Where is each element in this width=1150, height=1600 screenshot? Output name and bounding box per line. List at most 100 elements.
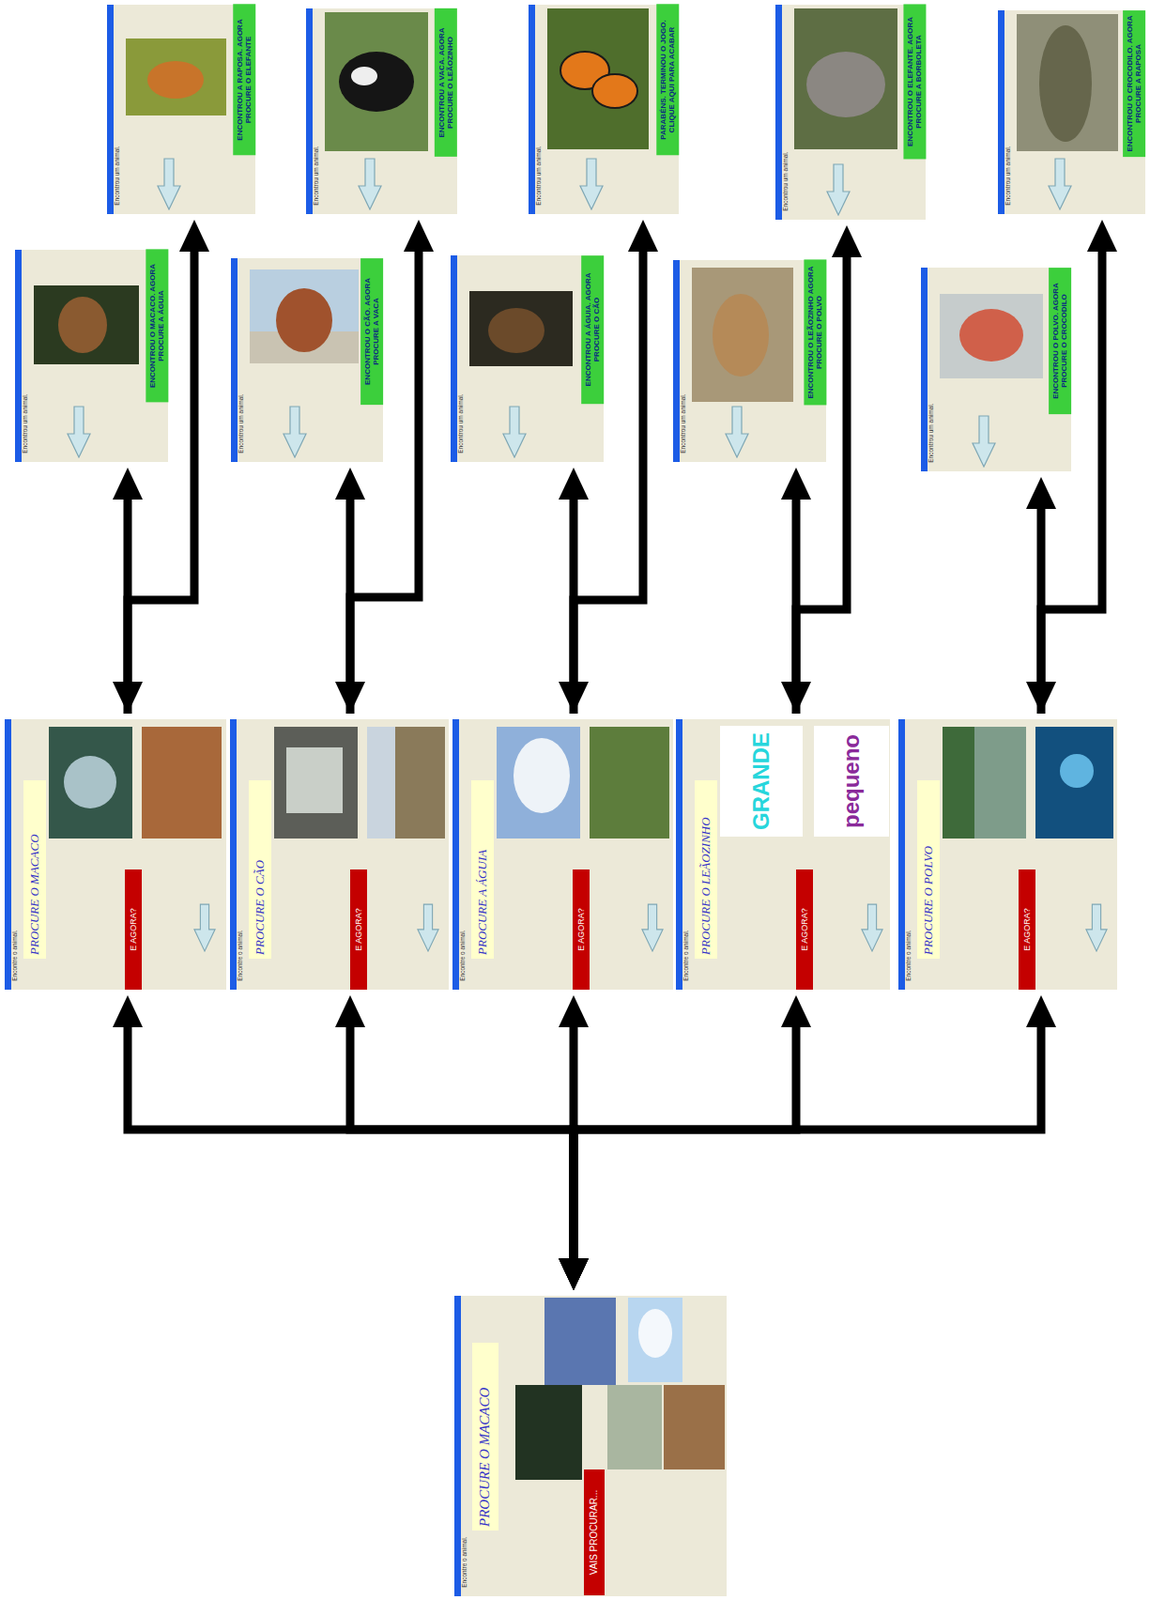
slide-bar — [452, 719, 460, 990]
button-label: E AGORA? — [796, 869, 813, 990]
field-photo — [607, 1384, 662, 1470]
slide-bar — [4, 719, 12, 990]
down-arrow-icon — [972, 415, 996, 467]
slide-picture — [4, 719, 227, 990]
photo — [125, 38, 227, 116]
button-label: E AGORA? — [572, 869, 590, 990]
message-label: ENCONTROU A RAPOSA. AGORA PROCURE O ELEF… — [232, 4, 256, 156]
button-label: VAIS PROCURAR... — [583, 1469, 605, 1595]
photo — [547, 8, 649, 150]
message-label: ENCONTROU O CROCODILO. AGORA PROCURE A R… — [1122, 10, 1146, 157]
slide-node: Encontrou um animal.PARABÉNS. TERMINOU O… — [528, 4, 679, 215]
connector-arrow — [127, 1027, 574, 1258]
slide-picture — [528, 4, 679, 215]
slide-node: Encontrou um animal. ENCONTROU O POLVO. A… — [920, 267, 1072, 472]
slide-picture — [452, 719, 674, 990]
slide-picture — [775, 4, 926, 220]
slide-picture — [997, 10, 1146, 215]
connector-arrow — [796, 257, 847, 714]
slide-footer: Encontre o animal. — [681, 901, 690, 984]
message-label: ENCONTROU O ELEFANTE. AGORA PROCURE A BO… — [903, 4, 926, 160]
slide-bar — [775, 4, 782, 220]
photo — [33, 285, 139, 365]
photo — [1016, 14, 1119, 152]
slide-picture — [107, 4, 256, 215]
slide-node: Encontrou um animal. ENCONTROU O CÃO. AGO… — [230, 258, 384, 462]
slide-footer: Encontrou um animal. — [534, 125, 543, 209]
slide-ground — [454, 1295, 727, 1596]
instruction-label: PROCURE O MACACO — [472, 1342, 499, 1531]
message-label: ENCONTROU O CÃO. AGORA PROCURE A VACA — [360, 258, 384, 405]
slide-node: Encontrou um animal.ENCONTROU A ÁGUIA. A… — [450, 255, 604, 462]
slide-ground — [15, 249, 169, 462]
slide-ground — [306, 8, 458, 215]
button-label: E AGORA? — [350, 869, 368, 990]
slide-node: Encontrou um animal.ENCONTROU O LEÃOZINH… — [673, 260, 827, 462]
slide-footer: Encontre o animal. — [10, 901, 19, 984]
slide-picture — [454, 1295, 727, 1596]
farm-photo — [367, 726, 445, 839]
slide-footer: Encontre o animal. — [458, 901, 467, 984]
button-label: E AGORA? — [1018, 869, 1036, 990]
size-word: pequeno — [813, 725, 890, 837]
down-arrow-icon — [580, 158, 603, 210]
slide-footer: Encontrou um animal. — [236, 373, 246, 457]
slide-bar — [920, 267, 928, 472]
slide-ground — [920, 267, 1072, 472]
slide-ground — [997, 10, 1146, 215]
slide-node: Encontre o animal.PROCURE O POLVOE AGORA… — [898, 719, 1118, 990]
slide-ground — [528, 4, 679, 215]
instruction-label: PROCURE O CÃO — [248, 780, 272, 959]
sea-light — [1059, 753, 1094, 788]
house-photo — [274, 726, 358, 839]
slide-bar — [107, 4, 114, 215]
down-arrow-icon — [861, 904, 883, 951]
slide-bar — [898, 719, 905, 990]
down-arrow-icon — [157, 158, 181, 210]
down-arrow-icon — [1048, 158, 1072, 210]
slide-footer: Encontrou um animal. — [678, 373, 688, 457]
photo — [794, 8, 898, 150]
slide-picture — [230, 258, 384, 462]
cow-shape — [338, 51, 414, 112]
forest-photo — [48, 726, 133, 839]
message-label: ENCONTROU A ÁGUIA. AGORA PROCURE O CÃO — [581, 255, 604, 404]
down-arrow-icon — [1086, 904, 1107, 951]
photo — [249, 269, 359, 364]
slide-footer: Encontrou um animal. — [926, 383, 936, 466]
slide-ground — [450, 255, 604, 462]
slide-node: Encontre o animal.PROCURE O MACACOVAIS P… — [454, 1295, 727, 1596]
crocodile-shape — [1039, 25, 1092, 142]
slide-footer: Encontrou um animal. — [20, 373, 30, 457]
slide-picture — [306, 8, 458, 215]
slide-node: Encontrou um animal.ENCONTROU A VACA. AG… — [306, 8, 458, 215]
trees-photo — [589, 726, 670, 839]
forest-photo — [515, 1384, 583, 1480]
connector-arrow — [350, 1027, 574, 1258]
farm-sky — [367, 726, 396, 839]
octopus-shape — [959, 308, 1024, 362]
photo — [324, 12, 429, 152]
slide-footer: Encontre o animal. — [235, 901, 245, 984]
slide-node: Encontrou um animal.ENCONTROU O CROCODIL… — [997, 10, 1146, 215]
instruction-label: PROCURE O MACACO — [23, 780, 46, 959]
slide-picture — [898, 719, 1118, 990]
slide-bar — [306, 8, 313, 215]
photo — [939, 293, 1043, 379]
slide-ground — [4, 719, 227, 990]
slide-ground — [230, 719, 449, 990]
fox-shape — [147, 61, 204, 99]
river-bank — [942, 726, 975, 839]
eagle-shape — [488, 307, 545, 353]
cow-patch — [351, 66, 378, 86]
slide-bar — [230, 258, 238, 462]
monkey-shape — [58, 296, 108, 353]
message-label: ENCONTROU O POLVO. AGORA PROCURE O CROCO… — [1048, 267, 1072, 414]
slide-picture — [230, 719, 449, 990]
size-word: GRANDE — [720, 725, 803, 837]
lion-cub-shape — [712, 293, 769, 377]
slide-footer: Encontrou um animal. — [311, 125, 321, 209]
river-photo — [942, 726, 1027, 839]
